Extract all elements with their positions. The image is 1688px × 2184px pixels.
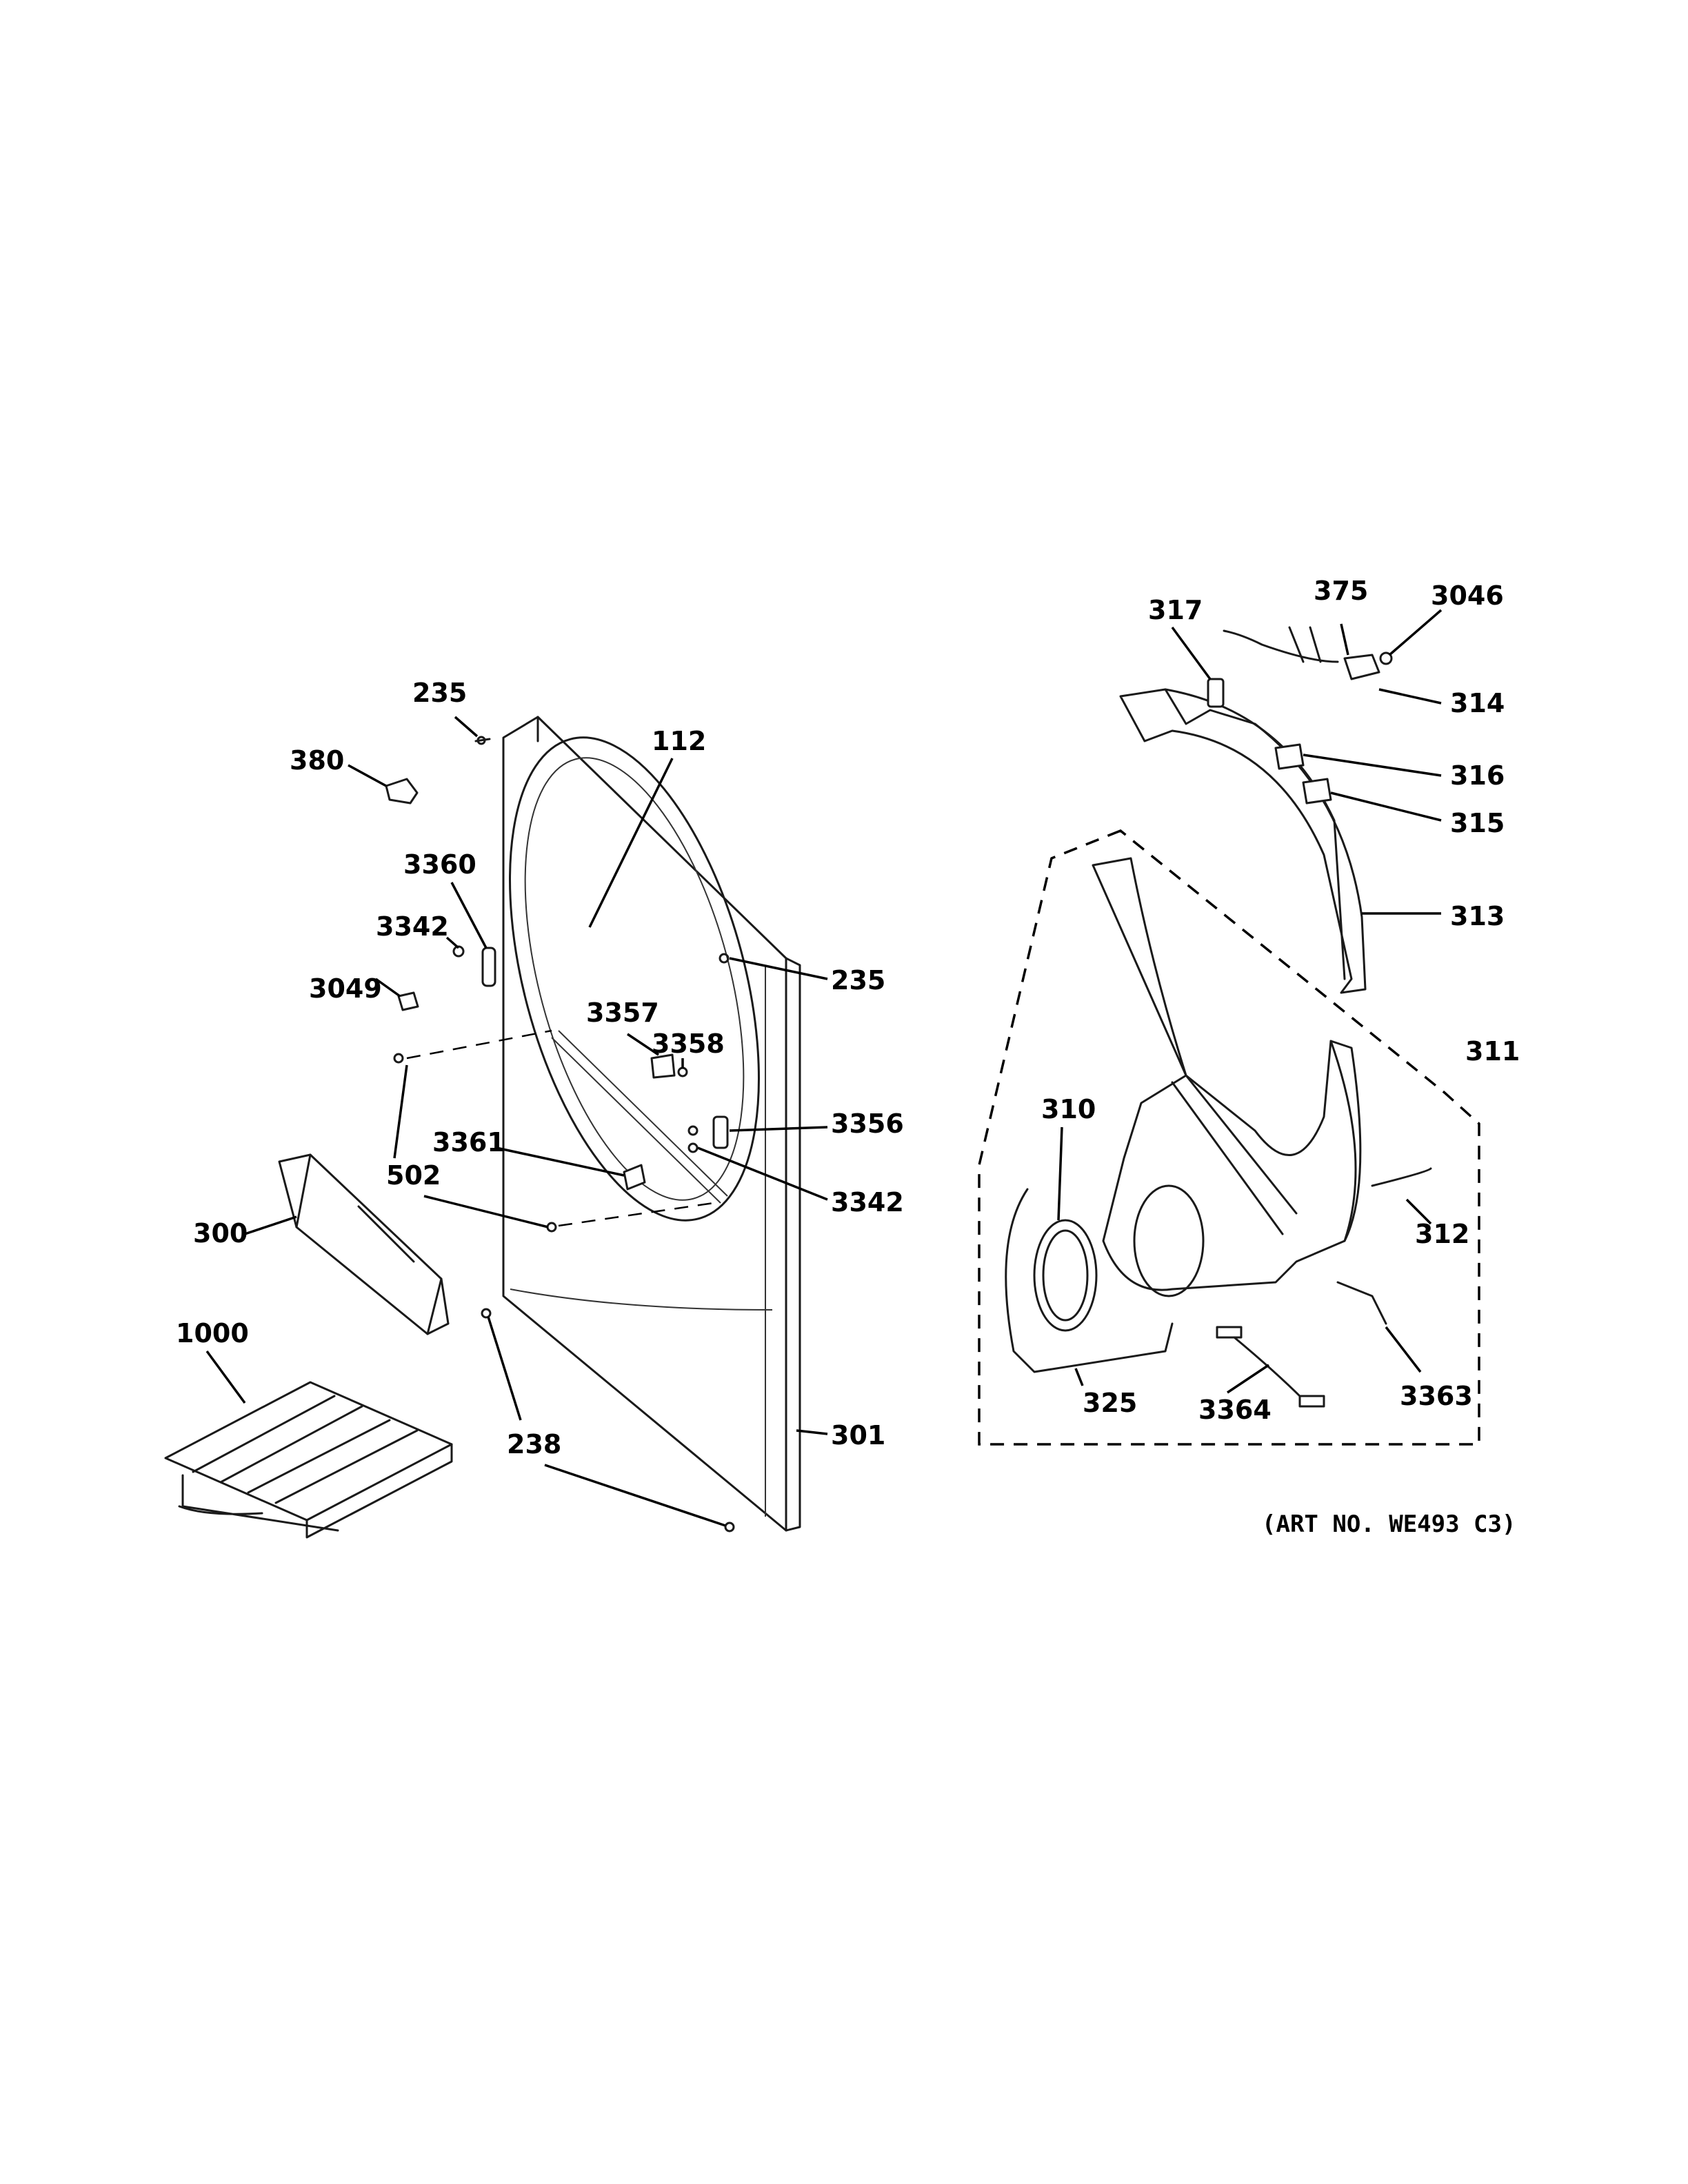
callout-315: 315 xyxy=(1450,808,1505,838)
callout-235-right: 235 xyxy=(831,965,885,995)
pad-part-315 xyxy=(1302,778,1332,805)
seal-part-310 xyxy=(1033,1219,1098,1332)
bracket-part-3357 xyxy=(650,1053,676,1079)
callout-3364: 3364 xyxy=(1198,1395,1272,1425)
callout-312: 312 xyxy=(1415,1219,1469,1249)
callout-3342-right: 3342 xyxy=(831,1187,904,1217)
callout-3358: 3358 xyxy=(652,1029,725,1059)
callout-3363: 3363 xyxy=(1400,1381,1473,1411)
callout-3356: 3356 xyxy=(831,1109,904,1139)
switch-part-380 xyxy=(385,778,419,805)
duct-part-313 xyxy=(1119,688,1367,994)
callout-301: 301 xyxy=(831,1420,885,1450)
gasket-part-325 xyxy=(1005,1188,1174,1373)
callout-311: 311 xyxy=(1465,1036,1520,1066)
callout-300: 300 xyxy=(193,1218,248,1248)
callout-3361: 3361 xyxy=(432,1127,505,1157)
callout-502: 502 xyxy=(386,1160,441,1191)
callout-316: 316 xyxy=(1450,760,1505,791)
callout-1000: 1000 xyxy=(176,1318,249,1348)
callout-375: 375 xyxy=(1314,576,1368,606)
clip-part-3049 xyxy=(397,991,419,1011)
bracket-part-3356 xyxy=(712,1115,729,1149)
callout-3046: 3046 xyxy=(1431,580,1504,611)
duct-assembly-part-311 xyxy=(1092,857,1432,1297)
art-number: (ART NO. WE493 C3) xyxy=(1262,1510,1516,1538)
latch-part-3361 xyxy=(623,1164,646,1191)
screw-part-238-lower xyxy=(724,1521,735,1533)
filter-housing-part-300 xyxy=(278,1153,450,1335)
front-panel-part-301 xyxy=(502,716,801,1532)
screw-part-235-top xyxy=(474,736,491,745)
assembly-outline-311 xyxy=(978,829,1480,1446)
callout-3360: 3360 xyxy=(403,849,476,880)
callout-313: 313 xyxy=(1450,901,1505,931)
callout-3342-left: 3342 xyxy=(376,911,449,942)
callout-310: 310 xyxy=(1041,1094,1096,1124)
screw-part-235-right xyxy=(719,953,730,964)
callout-112: 112 xyxy=(652,726,706,756)
wire-harness-part-375 xyxy=(1223,626,1339,663)
callout-3049: 3049 xyxy=(309,973,382,1004)
drying-rack-part-1000 xyxy=(164,1381,453,1539)
thermistor-part-317 xyxy=(1207,678,1225,708)
bracket-part-3360 xyxy=(481,947,496,987)
leader-lines xyxy=(205,609,1443,1527)
screw-part-238-upper xyxy=(481,1308,492,1319)
callout-314: 314 xyxy=(1450,688,1505,718)
callout-380: 380 xyxy=(290,745,344,776)
thermostat-part-314 xyxy=(1343,654,1380,680)
callout-labels: 235 380 112 3360 3342 235 3049 3357 3358… xyxy=(176,576,1520,1538)
screws-part-3342-right xyxy=(687,1125,699,1153)
screw-part-502-upper xyxy=(393,1029,552,1064)
pad-part-316 xyxy=(1274,743,1305,770)
callout-317: 317 xyxy=(1148,595,1203,625)
harness-part-3364 xyxy=(1216,1326,1325,1408)
callout-238: 238 xyxy=(507,1429,561,1459)
callout-235-top: 235 xyxy=(412,678,467,708)
screw-part-3046 xyxy=(1379,651,1393,665)
callout-3357: 3357 xyxy=(586,998,659,1028)
cable-part-3363 xyxy=(1336,1281,1387,1325)
screw-part-3342-left xyxy=(452,945,465,958)
callout-325: 325 xyxy=(1083,1388,1137,1418)
